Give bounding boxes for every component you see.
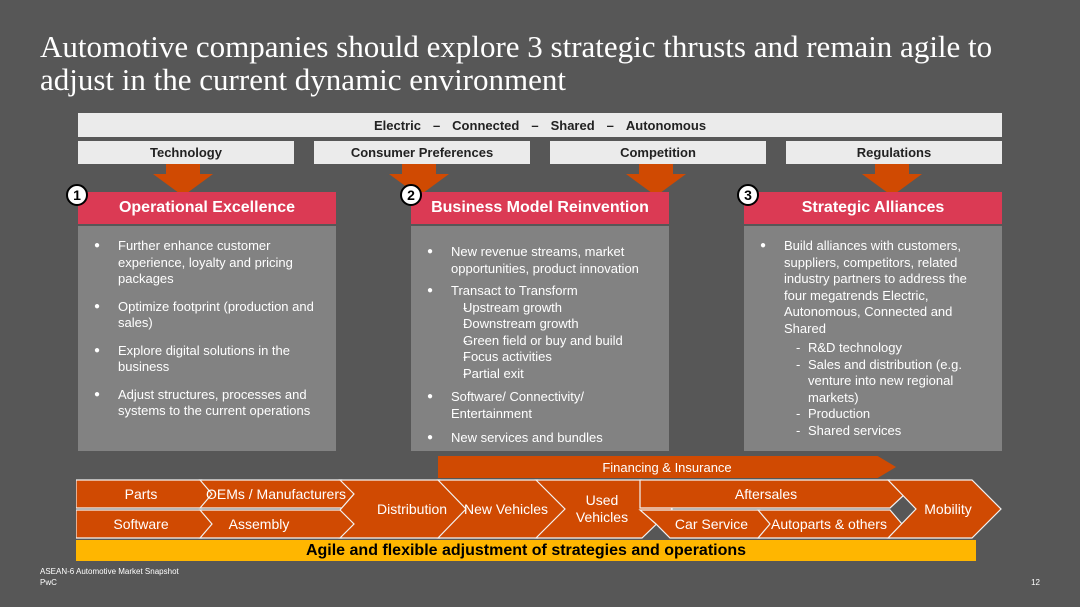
value-chain-shapes bbox=[76, 479, 1002, 539]
megatrend-electric: Electric bbox=[373, 117, 421, 133]
arrow-down-icon bbox=[626, 164, 686, 196]
sub-item: Focus activities bbox=[425, 349, 657, 366]
chain-assembly: Assembly bbox=[228, 515, 290, 532]
chain-aftersales: Aftersales bbox=[734, 485, 798, 502]
driver-competition: Competition bbox=[550, 141, 766, 164]
thrust-title: Business Model Reinvention bbox=[431, 199, 649, 216]
aftersales-shape bbox=[639, 479, 906, 509]
thrust-strategic-alliances: Strategic Alliances bbox=[744, 192, 1002, 224]
megatrends-banner: Electric – Connected – Shared – Autonomo… bbox=[78, 113, 1002, 137]
sub-item: Green field or buy and build bbox=[425, 333, 657, 350]
bullet-item: New revenue streams, market opportunitie… bbox=[425, 244, 657, 277]
panel-operational-excellence: Further enhance customer experience, loy… bbox=[78, 226, 336, 451]
bullet-item: Further enhance customer experience, loy… bbox=[92, 238, 324, 288]
chain-oems: OEMs / Manufacturers bbox=[205, 485, 347, 502]
number-badge-2: 2 bbox=[400, 184, 422, 206]
agile-adjustment-bar: Agile and flexible adjustment of strateg… bbox=[76, 540, 976, 561]
bullet-item: Explore digital solutions in the busines… bbox=[92, 343, 324, 376]
chain-software: Software bbox=[113, 515, 169, 532]
banner-separator: – bbox=[432, 117, 441, 133]
driver-regulations: Regulations bbox=[786, 141, 1002, 164]
chain-autoparts: Autoparts & others bbox=[771, 515, 887, 532]
thrust-title: Strategic Alliances bbox=[801, 199, 945, 216]
sub-item: Shared services bbox=[758, 423, 990, 440]
thrust-title: Operational Excellence bbox=[118, 199, 296, 216]
footer-company: PwC bbox=[40, 578, 57, 587]
driver-technology: Technology bbox=[78, 141, 294, 164]
banner-separator: – bbox=[531, 117, 539, 133]
thrust-operational-excellence: Operational Excellence bbox=[78, 192, 336, 224]
value-chain: Parts Software OEMs / Manufacturers Asse… bbox=[76, 479, 1002, 539]
arrow-down-icon bbox=[862, 164, 922, 196]
driver-consumer-preferences: Consumer Preferences bbox=[314, 141, 530, 164]
chain-used-vehicles: Used Vehicles bbox=[575, 492, 629, 525]
number-badge-3: 3 bbox=[737, 184, 759, 206]
chain-new-vehicles: New Vehicles bbox=[463, 500, 549, 517]
thrust-business-model-reinvention: Business Model Reinvention bbox=[411, 192, 669, 224]
panel-strategic-alliances: Build alliances with customers, supplier… bbox=[744, 226, 1002, 451]
mobility-shape bbox=[886, 479, 1002, 539]
bullet-item: New services and bundles bbox=[425, 430, 657, 447]
sub-item: Production bbox=[758, 406, 990, 423]
sub-item: Sales and distribution (e.g. venture int… bbox=[758, 357, 990, 407]
panel-business-model-reinvention: New revenue streams, market opportunitie… bbox=[411, 226, 669, 451]
bullet-item: Transact to Transform bbox=[425, 283, 657, 300]
bullet-item: Software/ Connectivity/ Entertainment bbox=[425, 389, 657, 422]
megatrend-connected: Connected bbox=[452, 117, 520, 133]
sub-item: Downstream growth bbox=[425, 316, 657, 333]
chain-parts: Parts bbox=[124, 485, 158, 502]
page-title: Automotive companies should explore 3 st… bbox=[40, 29, 993, 97]
chain-distribution: Distribution bbox=[376, 500, 448, 517]
number-badge-1: 1 bbox=[66, 184, 88, 206]
financing-insurance-arrow: Financing & Insurance bbox=[438, 456, 896, 478]
chain-mobility: Mobility bbox=[924, 500, 972, 517]
footer-source: ASEAN-6 Automotive Market Snapshot bbox=[40, 567, 179, 576]
sub-item: Upstream growth bbox=[425, 300, 657, 317]
sub-item: R&D technology bbox=[758, 340, 990, 357]
bullet-item: Optimize footprint (production and sales… bbox=[92, 299, 324, 332]
bullet-item: Adjust structures, processes and systems… bbox=[92, 387, 324, 420]
sub-item: Partial exit bbox=[425, 366, 657, 383]
bullet-item: Build alliances with customers, supplier… bbox=[758, 238, 990, 337]
arrow-down-icon bbox=[153, 164, 213, 196]
chain-car-service: Car Service bbox=[674, 515, 749, 532]
megatrend-shared: Shared bbox=[550, 117, 595, 133]
banner-separator: – bbox=[606, 117, 614, 133]
page-number: 12 bbox=[1031, 578, 1040, 587]
megatrend-autonomous: Autonomous bbox=[625, 117, 707, 133]
